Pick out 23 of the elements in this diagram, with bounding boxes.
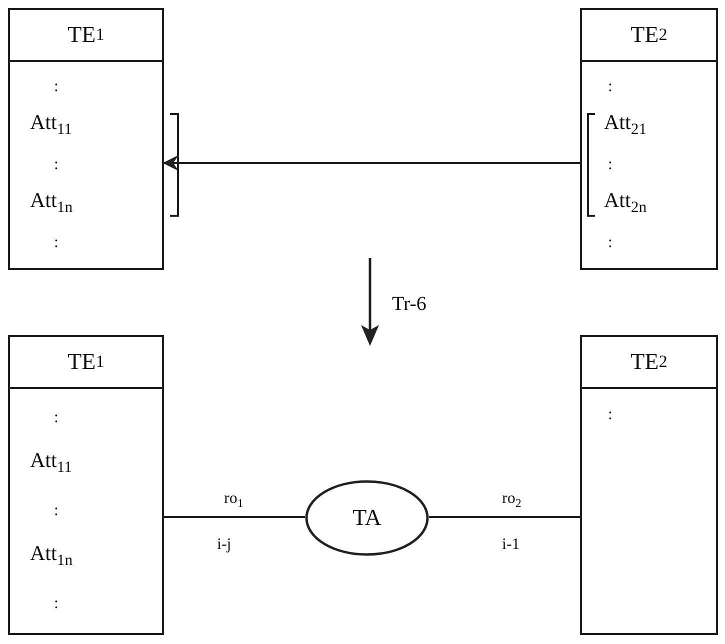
ellipsis-dots: :	[608, 77, 614, 98]
entity-box	[580, 8, 718, 270]
arrow	[162, 154, 580, 171]
entity-box	[8, 335, 164, 635]
attribute-name: Att$_{1n}$	[30, 541, 74, 572]
attribute-name: Att$_{2n}$	[604, 188, 648, 218]
ellipsis-dots: :	[54, 594, 60, 614]
ellipsis-dots: :	[54, 77, 60, 98]
attribute-name: Att$_{11}$	[30, 110, 74, 140]
ellipsis-dots: :	[54, 154, 60, 175]
connector-line	[429, 516, 580, 518]
attribute-name: Att$_{21}$	[604, 110, 648, 140]
attribute-name: Att$_{1n}$	[30, 188, 74, 218]
ellipsis-dots: :	[608, 154, 614, 175]
ellipsis-dots: :	[608, 232, 614, 253]
ellipsis-dots: :	[54, 500, 60, 521]
ellipsis-dots: :	[608, 405, 614, 425]
relationship-name: TA	[352, 505, 382, 531]
entity-box	[580, 335, 718, 635]
attribute-name: Att$_{11}$	[30, 448, 74, 479]
connector-line	[164, 516, 305, 518]
ellipsis-dots: :	[54, 408, 60, 428]
ellipsis-dots: :	[54, 232, 60, 253]
